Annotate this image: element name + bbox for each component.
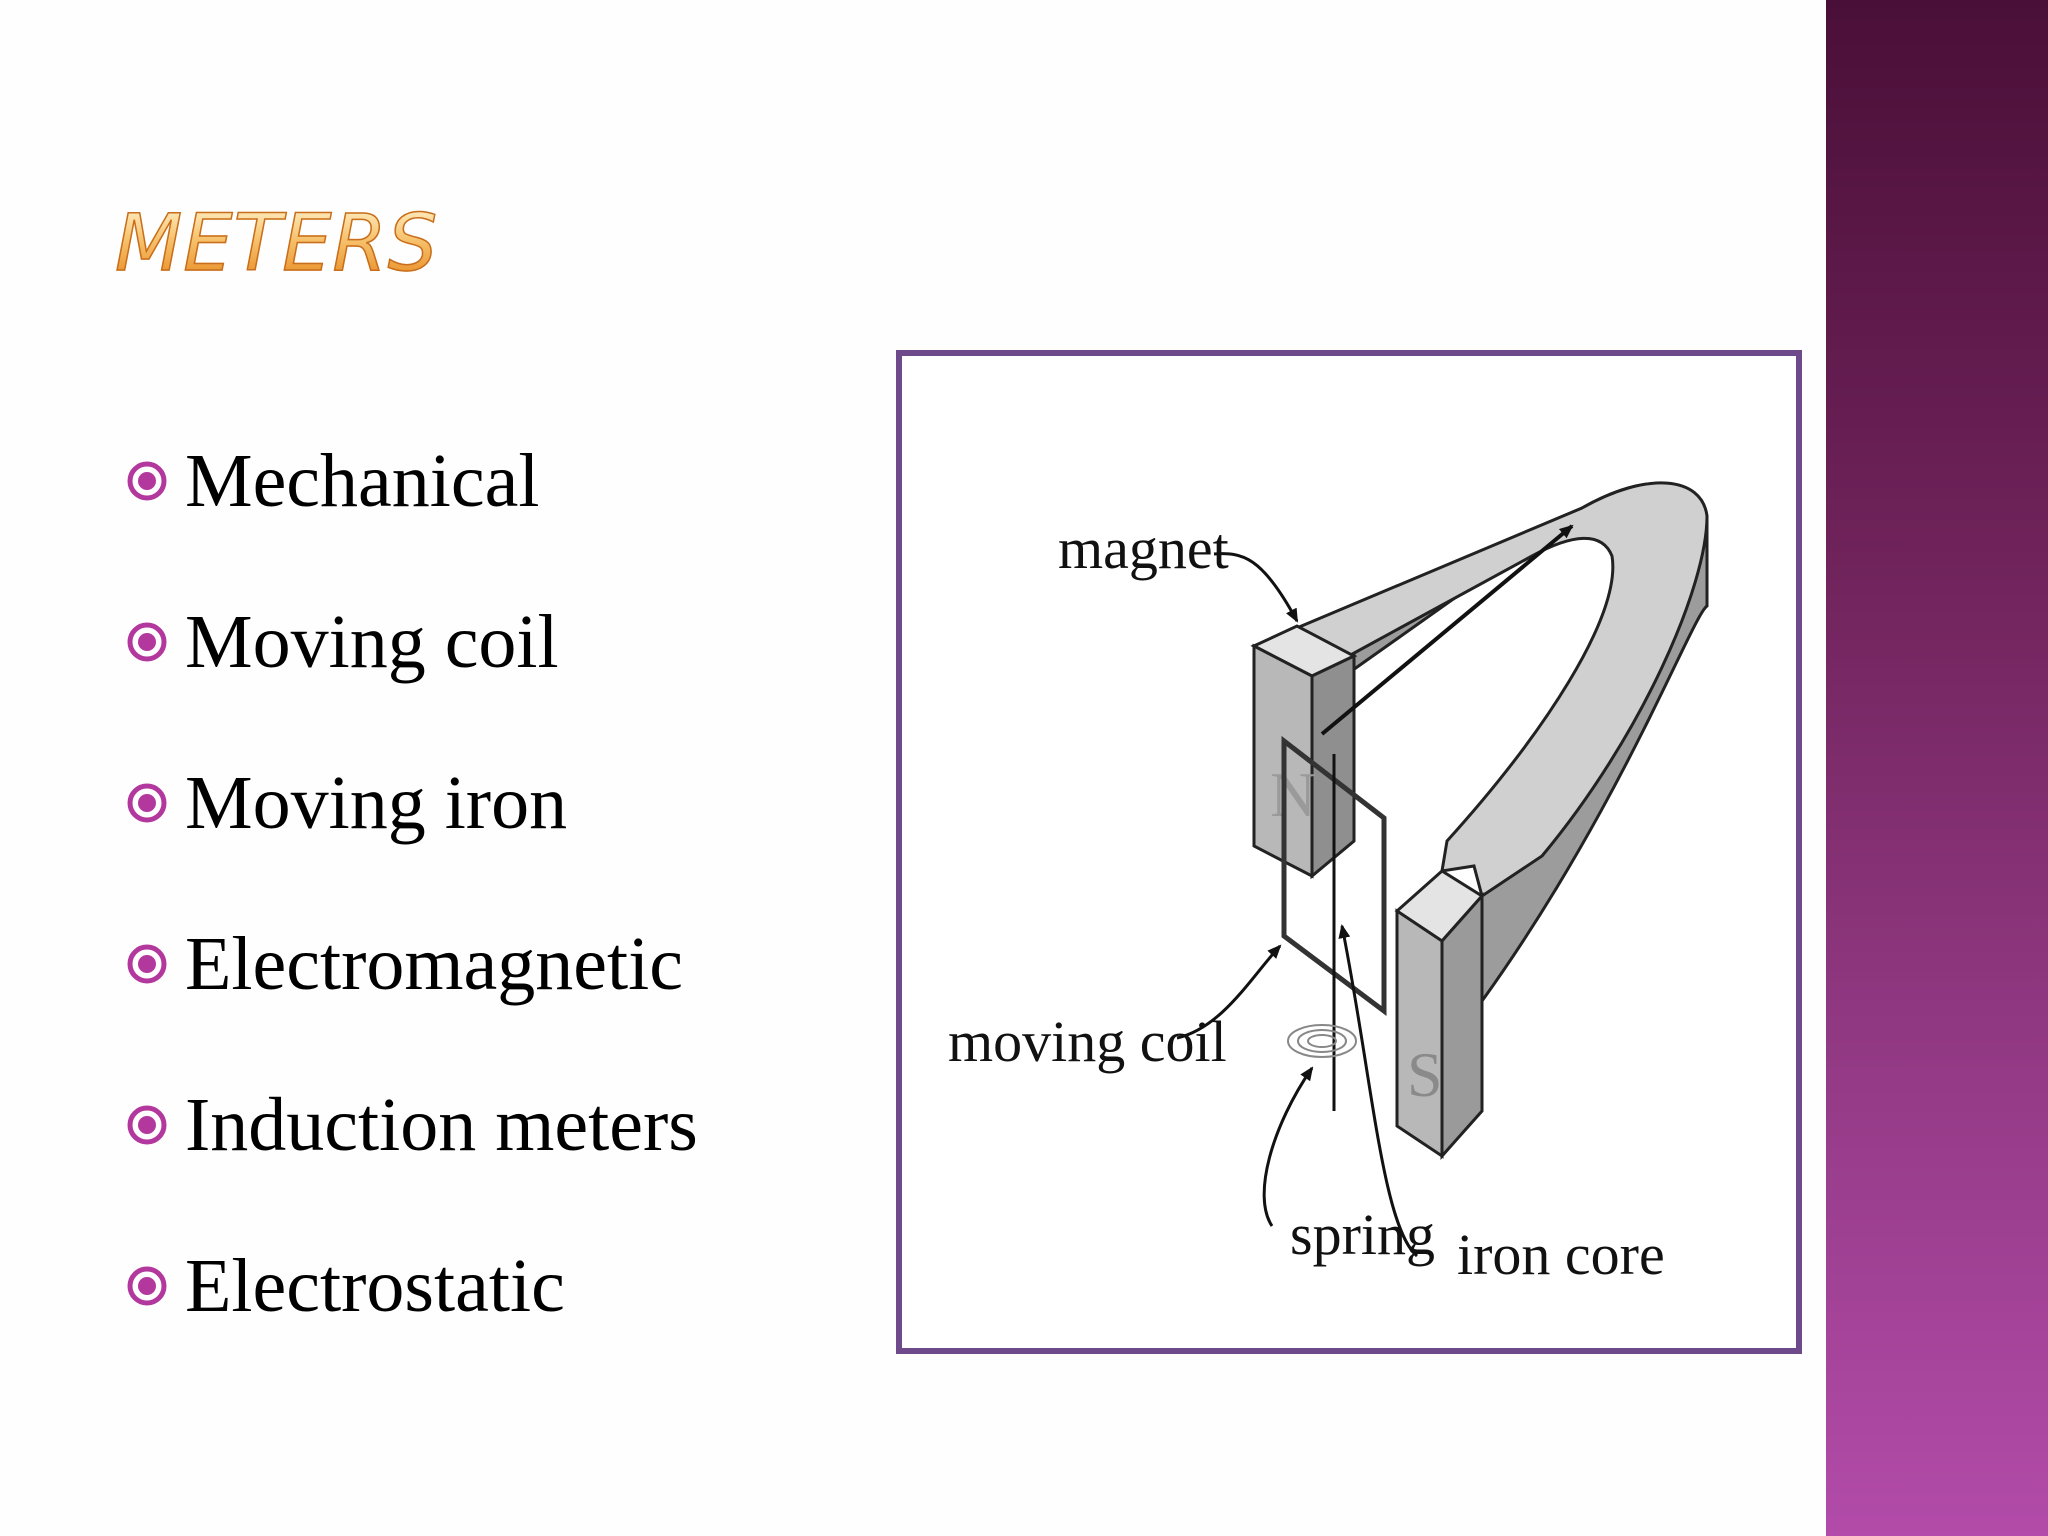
spring-spiral [1287, 1024, 1357, 1058]
bullet-list: Mechanical Moving coil Moving iron Elect… [125, 400, 698, 1366]
meter-diagram-figure: N S [896, 350, 1802, 1354]
bullet-text: Induction meters [185, 1082, 698, 1167]
bullet-item: Moving iron [125, 722, 698, 883]
circled-dot-icon [127, 622, 167, 661]
bullet-item: Electromagnetic [125, 883, 698, 1044]
bullet-text: Electromagnetic [185, 921, 683, 1006]
north-pole-label: N [1270, 759, 1316, 830]
spring-leader [1262, 1066, 1314, 1227]
bullet-text: Mechanical [185, 438, 540, 523]
iron-core-label: iron core [1457, 1222, 1665, 1287]
magnet-label: magnet [1058, 516, 1229, 581]
magnet-top-face [1250, 481, 1709, 899]
bullet-item: Moving coil [125, 561, 698, 722]
bullet-text: Moving iron [185, 760, 568, 845]
slide-title: METERS [114, 199, 439, 289]
south-pole-block: S [1394, 869, 1485, 1160]
decorative-sidebar [1826, 0, 2048, 1536]
slide: METERS Mechanical Moving coil Moving iro… [114, 199, 1802, 1366]
flux-arrow [1320, 524, 1574, 736]
north-pole-block: N [1250, 624, 1358, 880]
bullet-text: Electrostatic [185, 1243, 565, 1328]
spring-label: spring [1290, 1202, 1435, 1267]
iron-core-leader [1338, 924, 1418, 1258]
bullet-item: Mechanical [125, 400, 698, 561]
bullet-text: Moving coil [185, 599, 559, 684]
moving-coil-leader [1176, 944, 1282, 1040]
circled-dot-icon [127, 461, 167, 500]
moving-coil-label: moving coil [948, 1009, 1227, 1074]
circled-dot-icon [127, 783, 167, 822]
circled-dot-icon [127, 1266, 167, 1305]
moving-coil-frame [1281, 735, 1387, 1016]
moving-coil-meter-diagram: N S [948, 481, 1709, 1287]
circled-dot-icon [127, 944, 167, 983]
bullet-item: Induction meters [125, 1044, 698, 1205]
circled-dot-icon [127, 1105, 167, 1144]
south-pole-label: S [1407, 1039, 1443, 1110]
magnet-leader [1213, 552, 1299, 623]
bullet-item: Electrostatic [125, 1205, 698, 1366]
